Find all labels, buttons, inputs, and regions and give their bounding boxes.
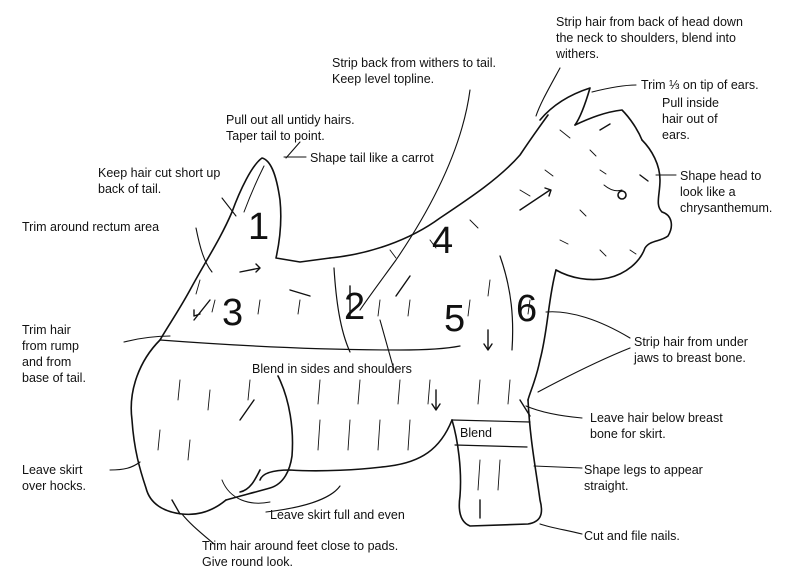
leader-strip-jaws-2 [538,348,630,392]
leader-trim-ears [592,85,636,92]
zone-number-6: 6 [516,290,537,328]
label-trim-rectum: Trim around rectum area [22,219,159,235]
leader-trim-rump [124,336,170,342]
label-pull-ears: Pull inside hair out of ears. [662,95,719,143]
zone-number-2: 2 [344,288,365,326]
label-strip-head: Strip hair from back of head down the ne… [556,14,743,62]
leader-strip-head [536,68,560,116]
ears-outline [540,88,590,125]
label-shape-legs: Shape legs to appear straight. [584,462,703,494]
leader-cut-nails [540,524,582,534]
leader-strip-back [360,90,470,310]
label-pull-untidy: Pull out all untidy hairs. Taper tail to… [226,112,355,144]
leader-shape-legs [534,466,582,468]
label-trim-feet: Trim hair around feet close to pads. Giv… [202,538,398,570]
label-cut-nails: Cut and file nails. [584,528,680,544]
zone-number-5: 5 [444,300,465,338]
label-leave-skirt-hocks: Leave skirt over hocks. [22,462,86,494]
eye-mark [618,191,626,199]
zone-number-1: 1 [248,208,269,246]
head-outline [556,140,671,280]
label-shape-tail: Shape tail like a carrot [310,150,434,166]
label-shape-head: Shape head to look like a chrysanthemum. [680,168,772,216]
label-leave-breast: Leave hair below breast bone for skirt. [590,410,723,442]
leader-leave-breast [526,406,582,418]
zone-number-3: 3 [222,294,243,332]
label-keep-tail: Keep hair cut short up back of tail. [98,165,220,197]
label-trim-ears: Trim ⅓ on tip of ears. [641,77,759,93]
label-skirt-full: Leave skirt full and even [270,507,405,523]
leader-pull-untidy [286,142,300,158]
label-strip-back: Strip back from withers to tail. Keep le… [332,55,496,87]
leader-skirt-hocks [110,462,140,470]
label-trim-rump: Trim hair from rump and from base of tai… [22,322,86,386]
front-leg-outline [452,400,542,526]
label-blend-sides: Blend in sides and shoulders [252,361,412,377]
rear-leg-outline [131,340,226,514]
label-strip-jaws: Strip hair from under jaws to breast bon… [634,334,748,366]
zone-number-4: 4 [432,222,453,260]
leader-strip-jaws [546,312,630,338]
tail-outline [232,158,330,262]
label-blend: Blend [460,425,492,441]
